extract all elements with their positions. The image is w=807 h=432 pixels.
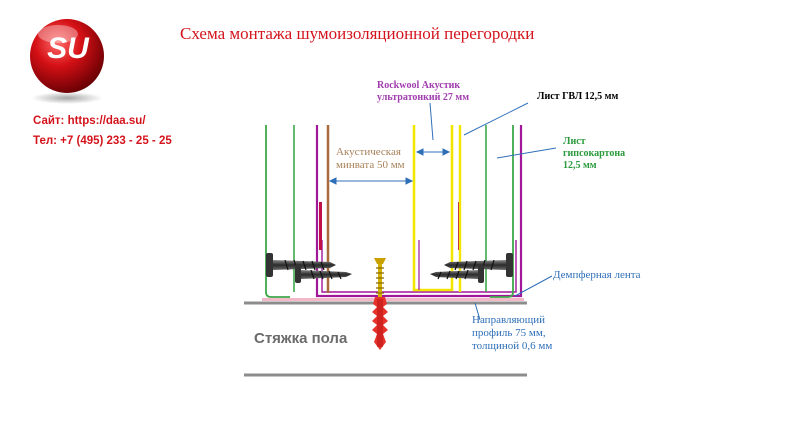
- pointer-profile: [474, 302, 481, 321]
- phone-number: Тел: +7 (495) 233 - 25 - 25: [33, 135, 172, 147]
- screw-left-upper: [266, 253, 336, 277]
- logo-text: SU: [47, 32, 89, 65]
- logo: [30, 19, 104, 104]
- guide-profile-label: Направляющий профиль 75 мм, толщиной 0,6…: [472, 314, 552, 353]
- screw-right-upper: [444, 253, 513, 277]
- logo-shadow: [31, 92, 103, 104]
- logo-highlight: [38, 25, 78, 43]
- damper-tape-label: Демпферная лента: [553, 269, 641, 281]
- rockwool-label-line2: ультратонкий 27 мм: [377, 92, 470, 103]
- gypsum-board-right: [490, 125, 514, 298]
- logo-sphere: [30, 19, 104, 93]
- site-link[interactable]: Сайт: https://daa.su/: [33, 115, 146, 127]
- left-red-strip: [319, 202, 322, 250]
- gypsum-label: Лист гипсокартона 12,5 мм: [563, 136, 625, 172]
- mineral-wool-label-line2: минвата 50 мм: [336, 159, 405, 171]
- guide-profile-label-line1: Направляющий: [472, 314, 546, 326]
- page-title: Схема монтажа шумоизоляционной перегород…: [180, 24, 535, 43]
- guide-profile-label-line2: профиль 75 мм,: [472, 327, 546, 339]
- guide-profile: [315, 125, 523, 298]
- damper-tape: [262, 298, 524, 301]
- guide-profile-label-line3: толщиной 0,6 мм: [472, 340, 553, 352]
- screw-right-lower: [430, 264, 484, 283]
- pointer-gypsum: [496, 147, 557, 159]
- floor-screed-label: Стяжка пола: [254, 330, 348, 347]
- dowel: [372, 297, 388, 350]
- gypsum-label-line2: гипсокартона: [563, 148, 626, 159]
- gypsum-label-line1: Лист: [563, 136, 586, 147]
- anchor-screw: [374, 258, 386, 298]
- rockwool-dimension: [415, 148, 451, 156]
- gvl-label: Лист ГВЛ 12,5 мм: [537, 91, 619, 102]
- mineral-wool-dimension: [328, 177, 414, 185]
- pointer-gvl: [463, 102, 529, 136]
- gypsum-board-left: [265, 125, 290, 298]
- pointer-damper: [514, 275, 553, 297]
- screw-left-lower: [295, 264, 352, 283]
- pointer-rockwool: [429, 102, 434, 141]
- rockwool-label: Rockwool Акустик ультратонкий 27 мм: [377, 80, 469, 104]
- gypsum-label-line3: 12,5 мм: [563, 160, 597, 171]
- rockwool-label-line1: Rockwool Акустик: [377, 80, 461, 91]
- rockwool-board: [412, 125, 454, 292]
- mineral-wool-label-line1: Акустическая: [336, 146, 401, 158]
- mineral-wool-label: Акустическая минвата 50 мм: [336, 146, 405, 172]
